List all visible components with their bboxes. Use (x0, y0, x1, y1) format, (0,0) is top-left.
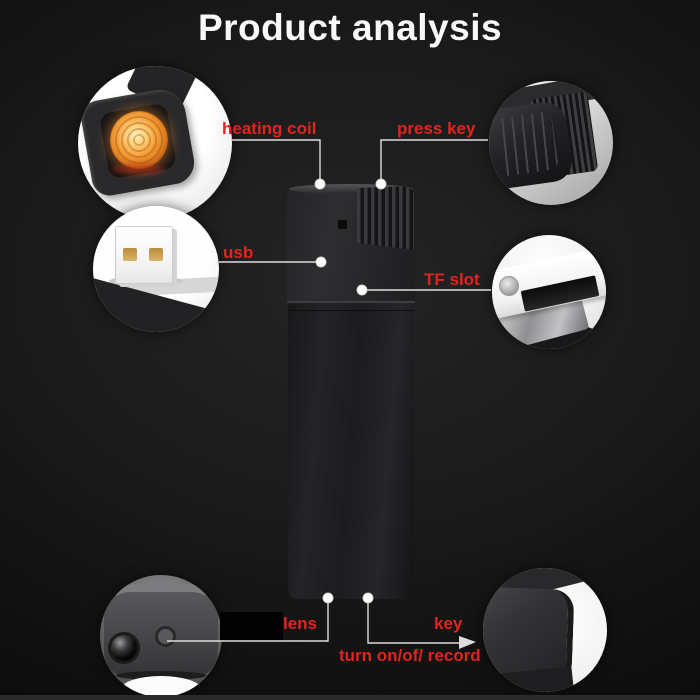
screw (499, 276, 519, 296)
lighter-ridged-wheel (357, 186, 414, 251)
usb-contact-pad (149, 248, 163, 261)
camera-lens-dome (108, 632, 140, 664)
label-key: key (434, 614, 463, 633)
label-usb: usb (223, 243, 254, 262)
coil-red-glow (112, 164, 164, 174)
lighter-body (288, 303, 414, 599)
bottom-strip (0, 695, 700, 700)
label-tf-slot: TF slot (424, 270, 480, 289)
black-rectangle (220, 612, 283, 641)
heating-coil-closeup-photo (78, 66, 232, 220)
white-highlight (120, 676, 202, 697)
page-title: Product analysis (197, 7, 503, 48)
key-closeup-photo (483, 568, 607, 692)
pinhole-opening (155, 626, 176, 647)
glowing-coil (110, 111, 168, 169)
cap-body-seam (287, 301, 415, 303)
press-key-closeup-photo (489, 81, 613, 205)
base-edge-line (116, 671, 206, 680)
press-key-grooves (493, 111, 559, 177)
lighter-notch (338, 220, 347, 229)
callout-line-press-key (380, 139, 488, 180)
tf-slot-closeup-photo (492, 235, 606, 349)
callout-line-heating-coil (232, 139, 321, 180)
label-press-key: press key (397, 119, 476, 138)
lighter-top-rim (289, 184, 413, 194)
usb-closeup-photo (93, 206, 219, 332)
usb-contact-pad (123, 248, 137, 261)
label-heating-coil: heating coil (222, 119, 317, 138)
label-lens: lens (283, 614, 318, 633)
lens-closeup-photo (100, 575, 222, 697)
label-turn-on-off-record: turn on/of/ record (339, 646, 481, 665)
body-seam-line (288, 310, 414, 311)
